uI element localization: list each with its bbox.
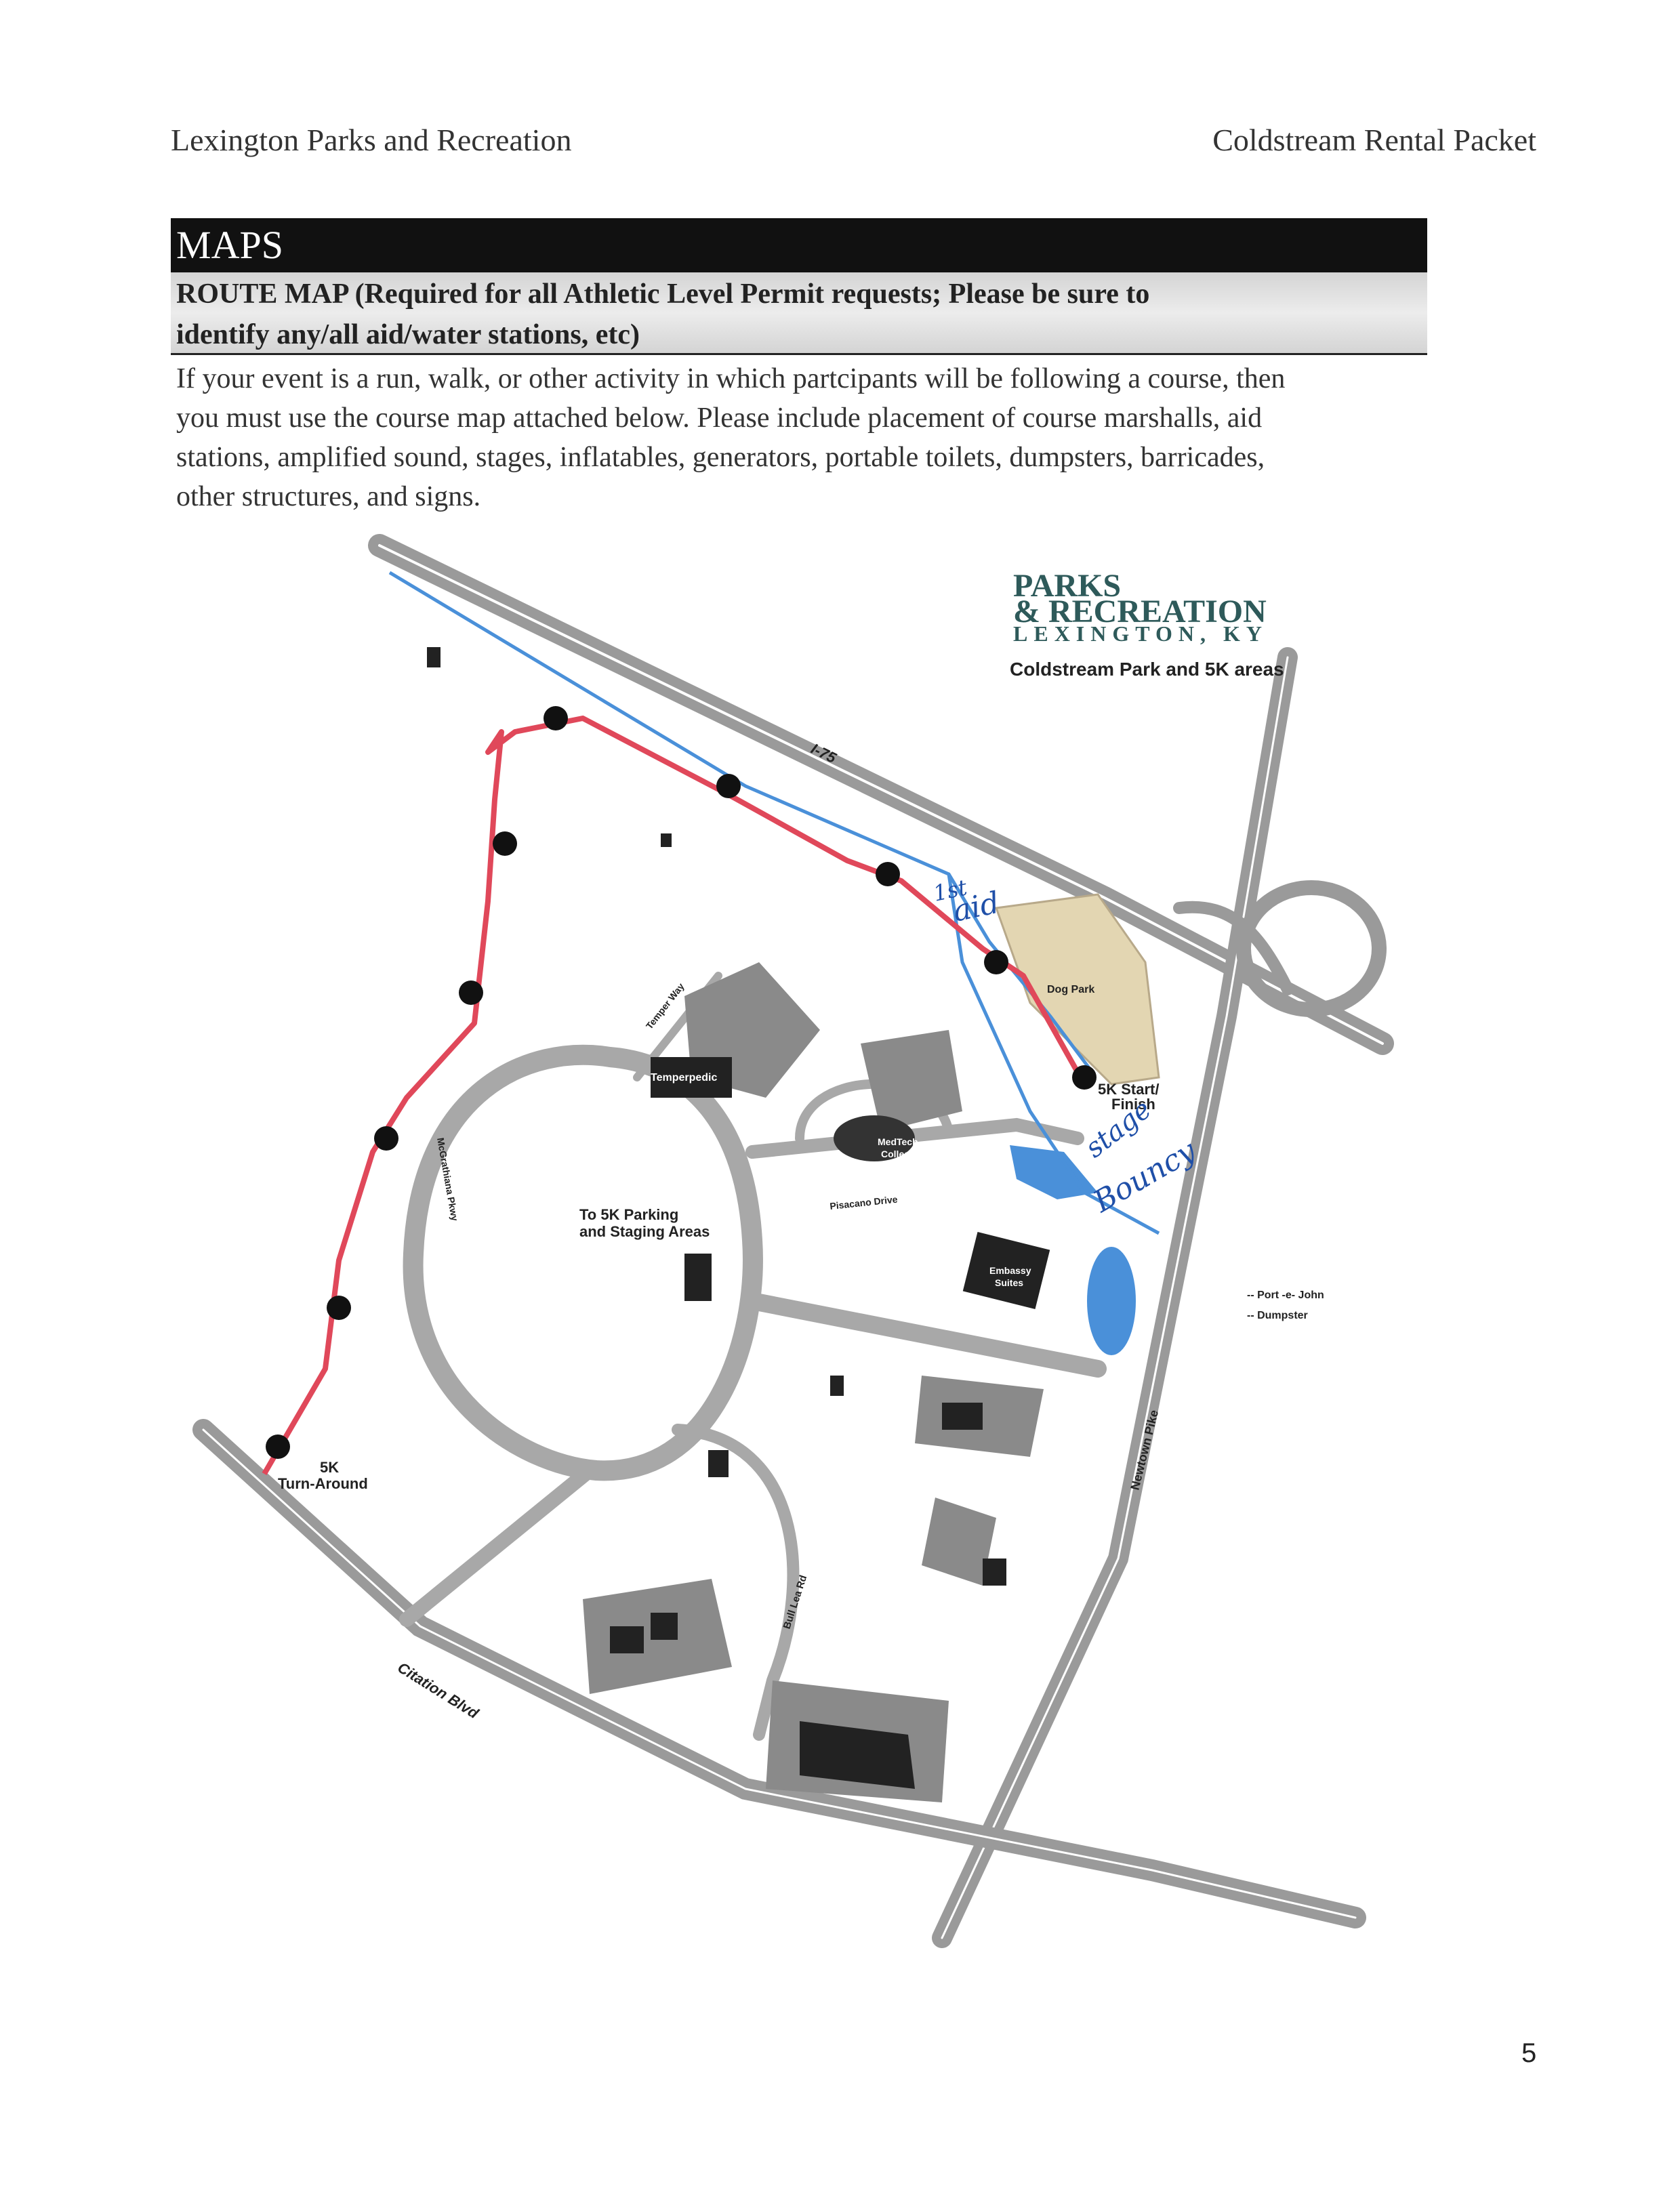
label-start-2: Finish bbox=[1111, 1096, 1155, 1113]
blue-path bbox=[388, 571, 1160, 1235]
label-dog-park: Dog Park bbox=[1047, 984, 1094, 995]
small-building-mid bbox=[830, 1376, 844, 1396]
embassy-building bbox=[962, 1232, 1050, 1309]
route-map-heading-line-1: ROUTE MAP (Required for all Athletic Lev… bbox=[176, 278, 1150, 310]
runner-markers bbox=[266, 706, 1097, 1459]
temperpedic-building bbox=[651, 1057, 732, 1098]
bull-lea-rd bbox=[672, 1424, 800, 1741]
runner-marker bbox=[544, 706, 568, 730]
diagonal-road bbox=[399, 1463, 597, 1627]
route-map-heading-line-2: identify any/all aid/water stations, etc… bbox=[176, 319, 640, 350]
interchange-ramp bbox=[1173, 901, 1294, 995]
small-building-field bbox=[661, 833, 672, 847]
route-5k bbox=[262, 716, 1087, 1476]
runner-marker bbox=[459, 981, 483, 1005]
header-document-title: Coldstream Rental Packet bbox=[1212, 123, 1536, 157]
office-lot-2 bbox=[922, 1498, 996, 1586]
highways bbox=[192, 534, 1394, 1948]
large-building bbox=[800, 1721, 915, 1789]
instructions-paragraph: If your event is a run, walk, or other a… bbox=[176, 359, 1423, 516]
label-parking-1: To 5K Parking bbox=[579, 1206, 678, 1223]
instructions-line: you must use the course map attached bel… bbox=[176, 402, 1263, 434]
label-medtech-2: College bbox=[881, 1149, 916, 1159]
header-org-name: Lexington Parks and Recreation bbox=[171, 123, 572, 157]
instructions-line: other structures, and signs. bbox=[176, 481, 481, 512]
route-map-heading: ROUTE MAP (Required for all Athletic Lev… bbox=[171, 272, 1427, 355]
runner-marker bbox=[327, 1296, 351, 1320]
connector-road bbox=[743, 1292, 1107, 1378]
dog-park bbox=[994, 893, 1160, 1086]
pond bbox=[1087, 1247, 1136, 1355]
page-number: 5 bbox=[1521, 2038, 1537, 2068]
small-building-top bbox=[427, 647, 441, 667]
label-turnaround-1: 5K bbox=[320, 1459, 339, 1476]
interchange-loop bbox=[1236, 880, 1387, 1017]
logo-line-3: LEXINGTON, KY bbox=[1013, 621, 1268, 646]
runner-marker bbox=[984, 950, 1008, 974]
medtech-lot bbox=[861, 1030, 962, 1132]
label-embassy-1: Embassy bbox=[989, 1265, 1031, 1276]
office-building-1 bbox=[942, 1403, 983, 1430]
label-temperpedic: Temperpedic bbox=[651, 1072, 718, 1083]
instructions-line: If your event is a run, walk, or other a… bbox=[176, 363, 1286, 394]
logo-line-1: PARKS bbox=[1013, 568, 1121, 604]
label-medtech-1: MedTech bbox=[878, 1136, 918, 1147]
runner-marker bbox=[266, 1434, 290, 1459]
medtech-building bbox=[834, 1115, 915, 1161]
runner-marker bbox=[1072, 1065, 1097, 1090]
section-title-bar: MAPS bbox=[171, 218, 1427, 272]
runner-marker bbox=[876, 862, 900, 886]
office-building-2 bbox=[983, 1559, 1006, 1586]
stage-area bbox=[1010, 1145, 1098, 1199]
legend-port-o-john: -- Port -e- John bbox=[1247, 1289, 1324, 1301]
office-building-3 bbox=[610, 1626, 644, 1653]
newtown-pike-inner bbox=[941, 656, 1289, 1939]
parks-rec-logo: PARKS & RECREATION LEXINGTON, KY bbox=[1013, 568, 1268, 646]
runner-marker bbox=[374, 1126, 398, 1151]
legend-dumpster: -- Dumpster bbox=[1247, 1310, 1308, 1321]
label-pisacano: Pisacano Drive bbox=[829, 1194, 899, 1212]
label-start-1: 5K Start/ bbox=[1098, 1081, 1159, 1098]
label-embassy-2: Suites bbox=[995, 1277, 1023, 1288]
buildings bbox=[427, 647, 1050, 1802]
label-parking-2: and Staging Areas bbox=[579, 1223, 710, 1240]
map-labels: I-75 Temper Way Temperpedic MedTech Coll… bbox=[278, 740, 1324, 1722]
runner-marker bbox=[493, 831, 517, 856]
label-citation: Citation Blvd bbox=[394, 1659, 482, 1722]
instructions-line: stations, amplified sound, stages, infla… bbox=[176, 442, 1265, 473]
office-building-4 bbox=[651, 1613, 678, 1640]
runner-marker bbox=[716, 774, 741, 798]
building-parking bbox=[684, 1254, 712, 1301]
citation-inner bbox=[202, 1428, 1357, 1919]
logo-line-2: & RECREATION bbox=[1013, 594, 1267, 629]
map-subtitle: Coldstream Park and 5K areas bbox=[1010, 659, 1284, 680]
label-mcgrathiana: McGrathiana Pkwy bbox=[435, 1137, 460, 1222]
small-building-lower bbox=[708, 1450, 729, 1477]
label-turnaround-2: Turn-Around bbox=[278, 1475, 368, 1492]
